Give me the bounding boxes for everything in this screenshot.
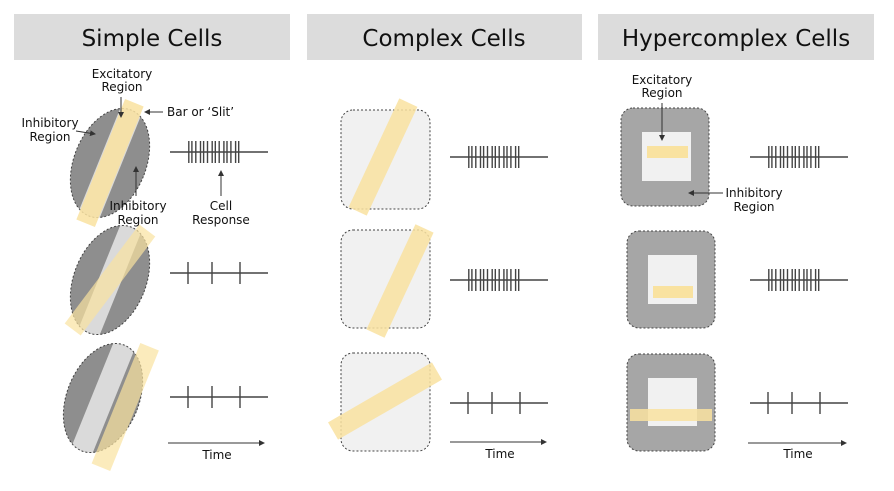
svg-text:Region: Region (641, 86, 682, 100)
light-bar (630, 409, 712, 421)
header-hypercomplex-label: Hypercomplex Cells (622, 26, 850, 52)
spike-train-complex-1 (450, 146, 548, 168)
annotation-bar-or-slit: Bar or ‘Slit’ (144, 105, 234, 119)
light-bar (64, 224, 156, 336)
complex-receptive-field-3 (328, 352, 442, 452)
complex-receptive-field-1 (340, 98, 431, 216)
spike-train-hypercomplex-2 (750, 269, 848, 291)
header-complex-label: Complex Cells (362, 26, 525, 52)
hyper-annotation-excitatory-region: Excitatory Region (632, 73, 693, 141)
time-axis-simple: Time (168, 440, 265, 462)
light-bar (647, 146, 688, 158)
complex-receptive-field-2 (340, 224, 434, 338)
header-simple-cells: Simple Cells (14, 14, 290, 60)
spike-train-complex-3 (450, 392, 548, 414)
svg-text:Region: Region (101, 80, 142, 94)
annotation-excitatory-region: Excitatory Region (92, 67, 153, 118)
light-bar (366, 224, 434, 338)
header-complex-cells: Complex Cells (307, 14, 582, 60)
simple-receptive-field-2 (55, 213, 165, 347)
annotation-cell-response: Cell Response (192, 170, 250, 227)
svg-text:Inhibitory: Inhibitory (725, 186, 782, 200)
svg-text:Cell: Cell (210, 199, 232, 213)
svg-text:Inhibitory: Inhibitory (109, 199, 166, 213)
svg-text:Response: Response (192, 213, 250, 227)
light-bar (76, 98, 144, 228)
annotation-inhibitory-region-left: Inhibitory Region (21, 116, 96, 144)
time-axis-complex: Time (450, 439, 547, 461)
header-hypercomplex-cells: Hypercomplex Cells (598, 14, 874, 60)
spike-train-hypercomplex-3 (750, 392, 848, 414)
hypercomplex-receptive-field-2 (626, 230, 716, 329)
header-simple-label: Simple Cells (82, 26, 223, 52)
svg-text:Excitatory: Excitatory (92, 67, 153, 81)
hypercomplex-receptive-field-1 (620, 107, 710, 207)
time-axis-hypercomplex: Time (748, 440, 847, 461)
spike-train-hypercomplex-1 (750, 146, 848, 168)
svg-text:Excitatory: Excitatory (632, 73, 693, 87)
svg-text:Inhibitory: Inhibitory (21, 116, 78, 130)
spike-trains (170, 141, 848, 414)
svg-text:Region: Region (733, 200, 774, 214)
svg-text:Time: Time (484, 447, 514, 461)
light-bar (91, 342, 159, 472)
hyper-annotation-inhibitory-region: Inhibitory Region (688, 186, 783, 214)
light-bar (653, 286, 693, 298)
spike-train-simple-1 (170, 141, 268, 163)
spike-train-complex-2 (450, 269, 548, 291)
svg-text:Bar or ‘Slit’: Bar or ‘Slit’ (167, 105, 234, 119)
svg-text:Region: Region (117, 213, 158, 227)
svg-text:Time: Time (782, 447, 812, 461)
light-bar (328, 362, 442, 440)
simple-receptive-field-3 (48, 331, 159, 472)
light-bar (348, 98, 418, 216)
svg-text:Time: Time (201, 448, 231, 462)
simple-receptive-field-1 (55, 96, 165, 230)
svg-text:Region: Region (29, 130, 70, 144)
hypercomplex-receptive-field-3 (626, 353, 716, 452)
spike-train-simple-2 (170, 262, 268, 284)
spike-train-simple-3 (170, 386, 268, 408)
annotation-inhibitory-region-right: Inhibitory Region (109, 166, 167, 227)
